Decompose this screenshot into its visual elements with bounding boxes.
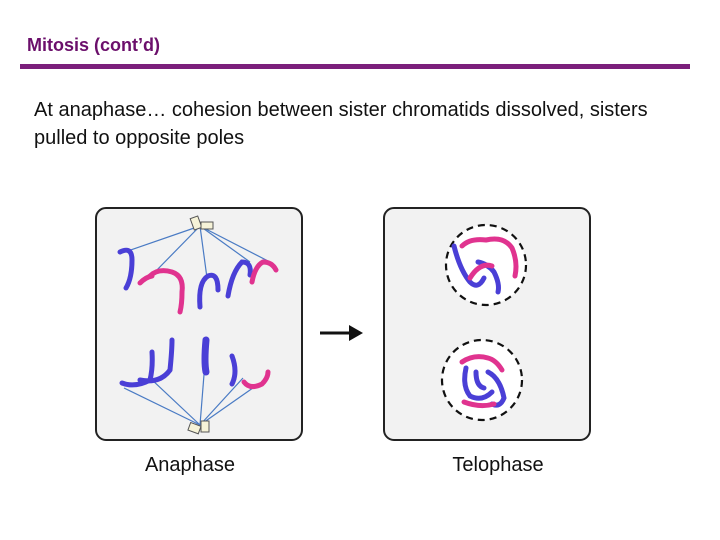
nucleus-top	[444, 223, 528, 307]
centrosome-bottom	[187, 420, 210, 435]
telophase-panel	[383, 207, 591, 441]
arrow-icon	[320, 325, 363, 341]
centrosome-top	[189, 215, 214, 231]
label-anaphase: Anaphase	[144, 454, 236, 476]
slide-title: Mitosis (cont’d)	[27, 35, 160, 55]
label-telophase: Telophase	[452, 454, 544, 476]
spindle-fibers	[121, 225, 271, 426]
chromatids-bottom	[119, 336, 271, 390]
anaphase-panel	[95, 207, 303, 441]
body-text: At anaphase… cohesion between sister chr…	[34, 99, 648, 149]
nucleus-bottom	[440, 338, 524, 422]
title-divider	[20, 64, 690, 69]
chromatids-top	[117, 247, 279, 315]
